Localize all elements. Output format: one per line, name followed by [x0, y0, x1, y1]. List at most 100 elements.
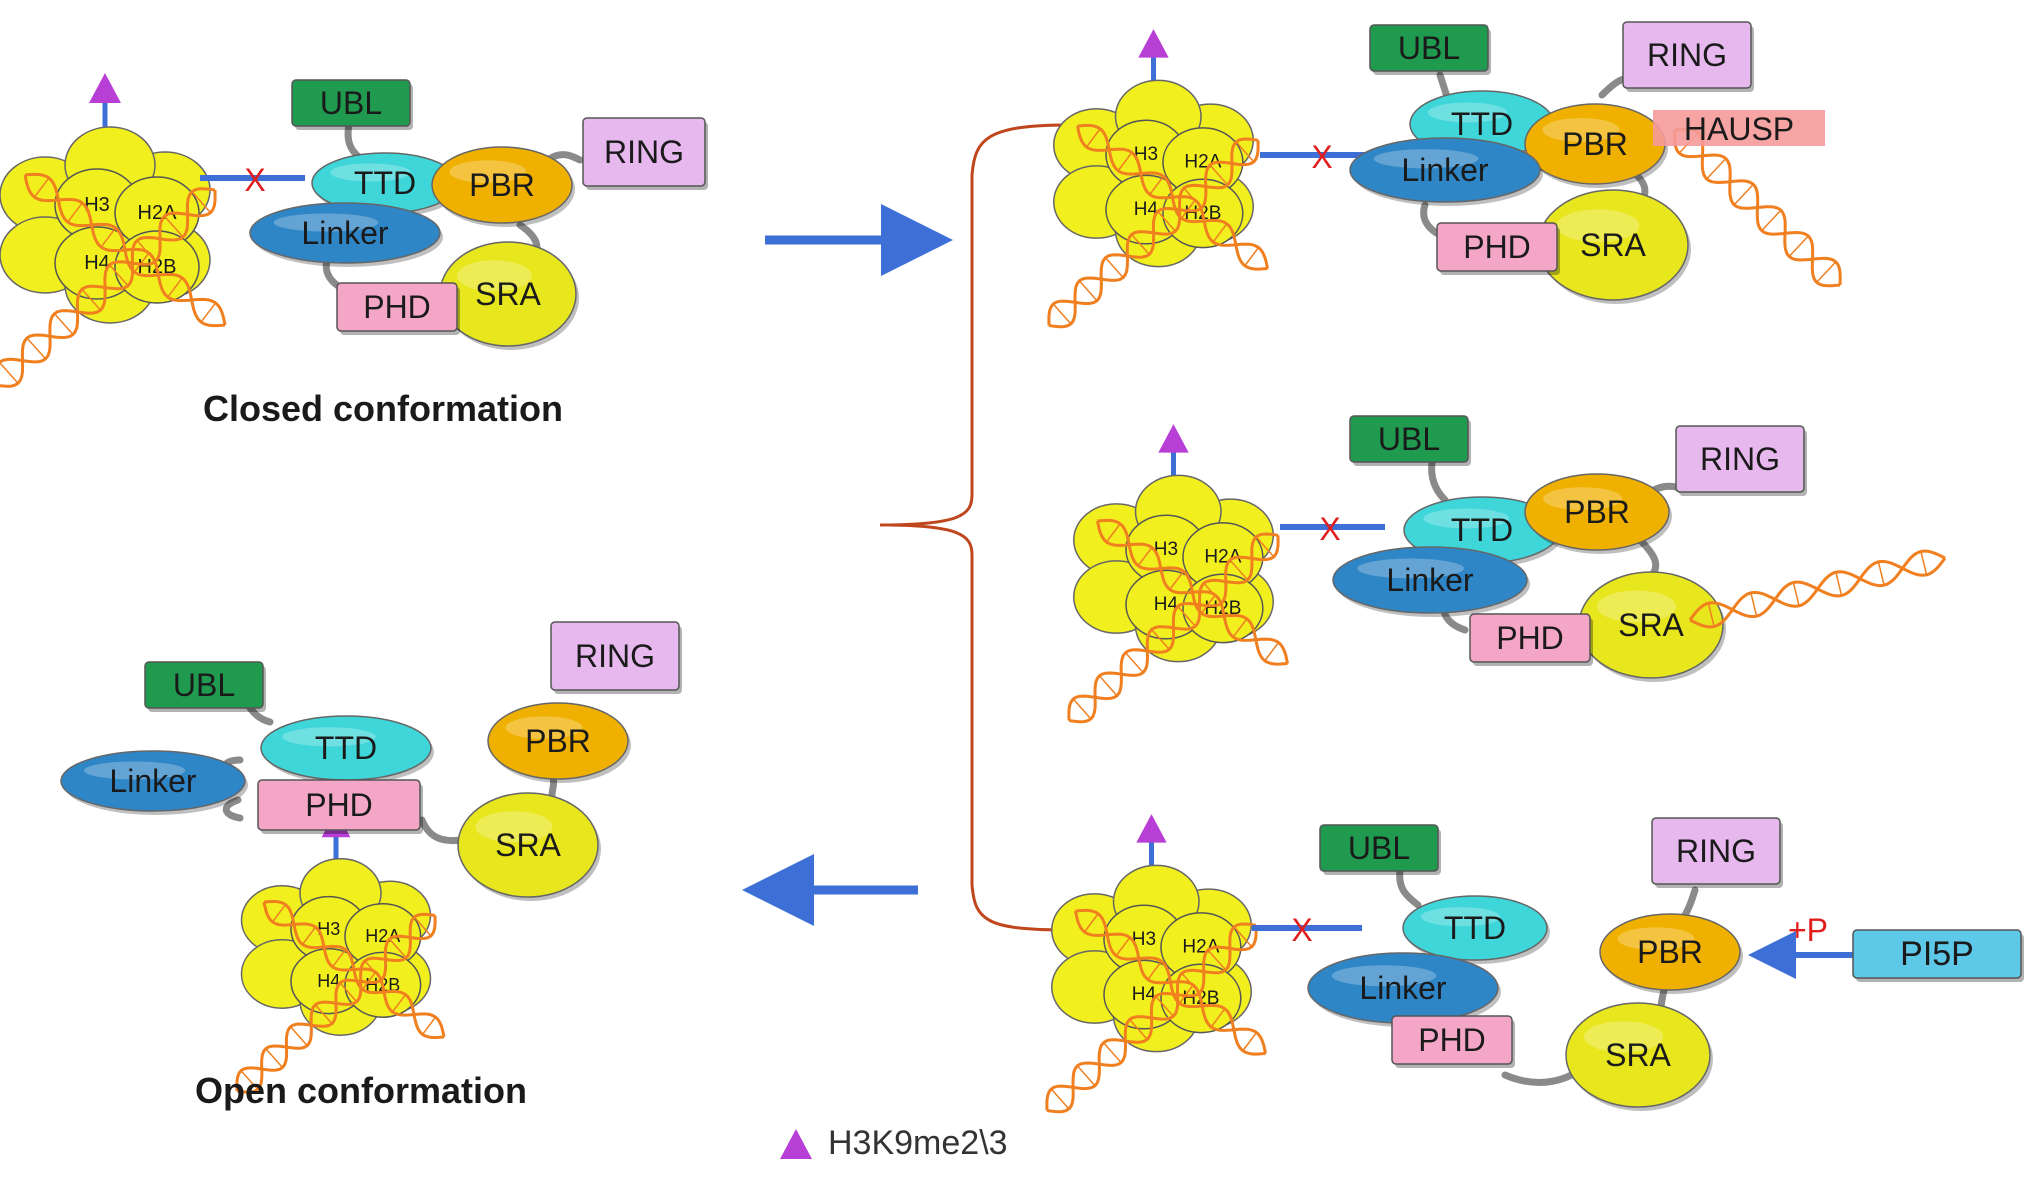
histone-h3: H3 [84, 194, 110, 216]
ubl-domain: UBL [1349, 415, 1471, 466]
sra-domain-label: SRA [475, 276, 541, 312]
pbr-domain-label: PBR [525, 723, 591, 759]
ring-domain: RING [1675, 425, 1807, 496]
nucleosome-dna-wrap [1096, 518, 1289, 666]
nucleosome-dna-wrap [1076, 123, 1269, 271]
pbr-domain-label: PBR [469, 167, 535, 203]
phd-domain-label: PHD [1418, 1022, 1486, 1058]
pbr-domain-label: PBR [1637, 934, 1703, 970]
sra-domain-label: SRA [495, 827, 561, 863]
linker-domain: Linker [1349, 137, 1543, 206]
histone-h4: H4 [84, 252, 110, 274]
linker-domain: Linker [1307, 952, 1501, 1027]
histone-h3: H3 [317, 919, 340, 939]
ubl-ttd-connector [246, 704, 274, 726]
ubl-domain-label: UBL [320, 85, 382, 121]
ttd-domain-label: TTD [315, 730, 377, 766]
histone-h4: H4 [317, 971, 340, 991]
histone-h3: H3 [1132, 929, 1156, 950]
sra-domain: SRA [1537, 189, 1691, 304]
phd-domain-label: PHD [1463, 229, 1531, 265]
pbr-domain-label: PBR [1564, 494, 1630, 530]
histone-h4: H4 [1132, 984, 1157, 1005]
h3k9me-triangle-icon [1138, 29, 1169, 58]
legend: H3K9me2\3 [780, 1124, 1008, 1163]
histone-h3: H3 [1154, 539, 1178, 560]
h3k9me-triangle-icon [1136, 814, 1167, 843]
nucleosome-dna-wrap [1074, 908, 1267, 1056]
sra-domain: SRA [457, 792, 601, 901]
closed-conformation-caption: Closed conformation [203, 388, 564, 429]
pbr-domain: PBR [1524, 473, 1672, 554]
legend-label: H3K9me2\3 [828, 1124, 1008, 1162]
sra-bound-dna [1688, 549, 1947, 629]
blocked-x-icon: X [244, 162, 265, 198]
phd-domain: PHD [1391, 1015, 1515, 1068]
phd-domain-label: PHD [305, 787, 373, 823]
sra-domain: SRA [439, 241, 579, 350]
ring-domain-label: RING [1700, 441, 1780, 477]
nucleosome-dna-wrap [23, 172, 227, 328]
linker-domain: Linker [60, 750, 248, 815]
pi5p-partner-label: PI5P [1900, 935, 1974, 973]
ubl-domain-label: UBL [173, 667, 235, 703]
ttd-domain: TTD [1409, 90, 1557, 161]
linker-domain-label: Linker [109, 763, 197, 799]
histone-h3: H3 [1134, 144, 1158, 165]
ubl-domain: UBL [144, 661, 266, 712]
ttd-domain: TTD [1402, 895, 1550, 964]
ttd-domain-label: TTD [1451, 106, 1513, 142]
sra-domain: SRA [1578, 571, 1726, 682]
ubl-ttd-connector [1396, 866, 1422, 909]
nucleosome-dna-wrap [262, 900, 446, 1039]
ubl-domain: UBL [1319, 824, 1441, 875]
ubl-ttd-connector [1428, 458, 1449, 504]
phd-domain-label: PHD [363, 289, 431, 325]
triangle-icon [780, 1128, 812, 1159]
pbr-ring-connector [1681, 886, 1699, 919]
ubl-domain: UBL [1369, 24, 1491, 75]
hausp-label: HAUSP [1684, 111, 1794, 147]
phd-domain: PHD [1469, 613, 1593, 666]
sra-domain-label: SRA [1618, 607, 1684, 643]
linker-phd-dash [222, 796, 244, 822]
phd-domain-label: PHD [1496, 620, 1564, 656]
ring-domain-label: RING [575, 638, 655, 674]
phd-sra-connector [418, 816, 466, 845]
h3k9me-triangle-icon [1158, 424, 1189, 453]
sra-domain-label: SRA [1605, 1037, 1671, 1073]
linker-domain: Linker [1332, 546, 1530, 617]
sra-domain: SRA [1565, 1002, 1713, 1111]
ttd-domain-label: TTD [1444, 910, 1506, 946]
pbr-domain: PBR [1599, 913, 1743, 994]
phospho-label: +P [1788, 912, 1828, 948]
pi5p-partner: PI5P [1852, 929, 2024, 982]
ubl-domain-label: UBL [1348, 830, 1410, 866]
phd-domain: PHD [257, 779, 423, 834]
pbr-domain: PBR [431, 146, 575, 227]
ring-domain: RING [1651, 817, 1783, 888]
linker-domain-label: Linker [1359, 970, 1447, 1006]
hausp-partner: HAUSP [1653, 110, 1825, 147]
histone-h4: H4 [1154, 594, 1179, 615]
blocked-x-icon: X [1319, 511, 1340, 547]
nucleosome-dna [235, 912, 437, 1094]
ring-domain: RING [550, 621, 682, 694]
blocked-x-icon: X [1311, 139, 1332, 175]
ubl-domain: UBL [291, 79, 413, 130]
ring-domain-label: RING [1676, 833, 1756, 869]
ring-domain: RING [1622, 21, 1754, 92]
ttd-domain-label: TTD [354, 165, 416, 201]
open-conformation-caption: Open conformation [195, 1070, 527, 1111]
